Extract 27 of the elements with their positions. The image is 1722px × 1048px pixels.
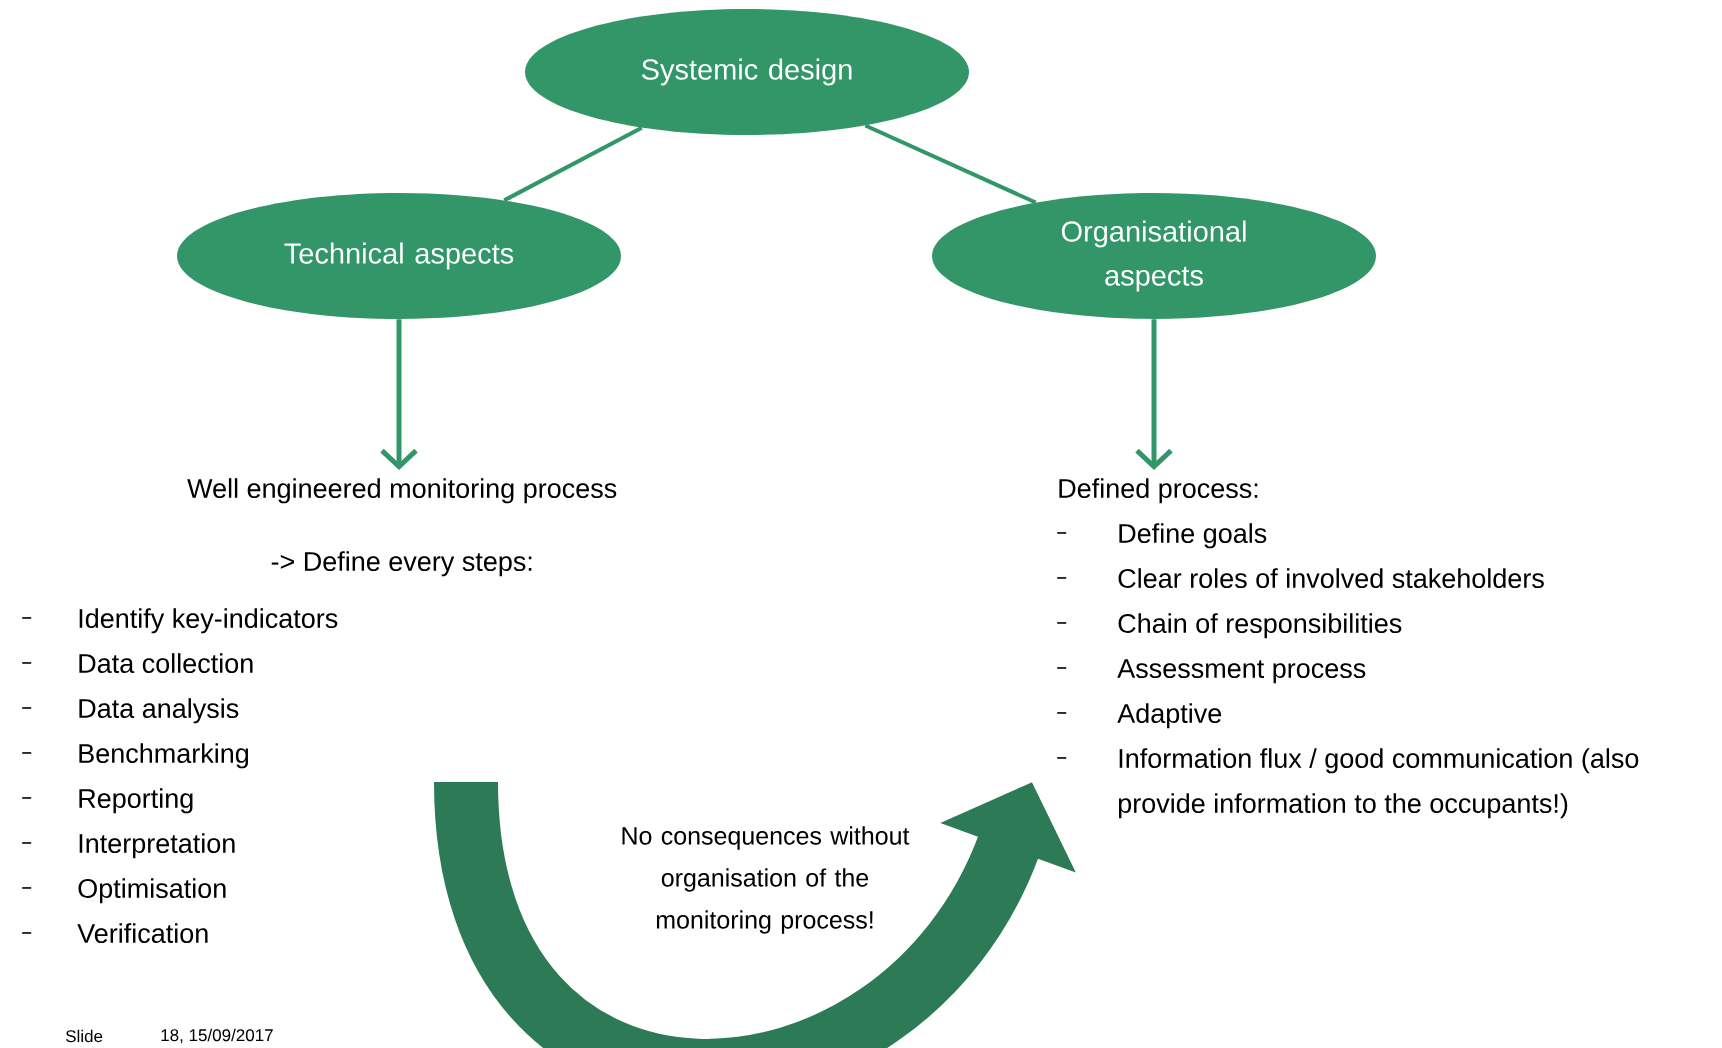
list-item: Data analysis: [21, 698, 239, 724]
connector-line: [864, 123, 1037, 205]
list-item: Assessment process: [1056, 659, 1366, 684]
list-item: Verification: [21, 923, 208, 943]
subheading: -> Define every steps:: [271, 551, 532, 577]
list-item: Adaptive: [1056, 703, 1222, 729]
heading: Well engineered monitoring process: [187, 478, 617, 504]
list-item: Information flux / good communication (also provide information to the occupants!): [1056, 748, 1639, 819]
footer-text: Slide: [66, 1029, 103, 1043]
footer-text: 18, 15/09/2017: [161, 1028, 273, 1044]
arrow: [380, 319, 418, 470]
list-item: Define goals: [1056, 523, 1267, 549]
arrow: [1135, 319, 1173, 470]
list-item: Clear roles of involved stakeholders: [1056, 568, 1544, 589]
list-item: Optimisation: [21, 878, 226, 904]
list-item: Reporting: [21, 788, 193, 814]
connector-line: [503, 125, 643, 203]
list-item: Interpretation: [21, 833, 235, 859]
edge-label: No consequences without organisation of the monitoring process!: [622, 826, 910, 934]
list-item: Chain of responsibilities: [1056, 613, 1402, 639]
heading: Defined process:: [1059, 478, 1258, 504]
list-item: Data collection: [21, 653, 253, 674]
list-item: Benchmarking: [21, 743, 249, 769]
list-item: Identify key-indicators: [21, 608, 338, 634]
ellipse-node: Technical aspects: [177, 193, 621, 319]
ellipse-node: Systemic design: [525, 9, 969, 135]
ellipse-node: Organisational aspects: [932, 193, 1376, 319]
